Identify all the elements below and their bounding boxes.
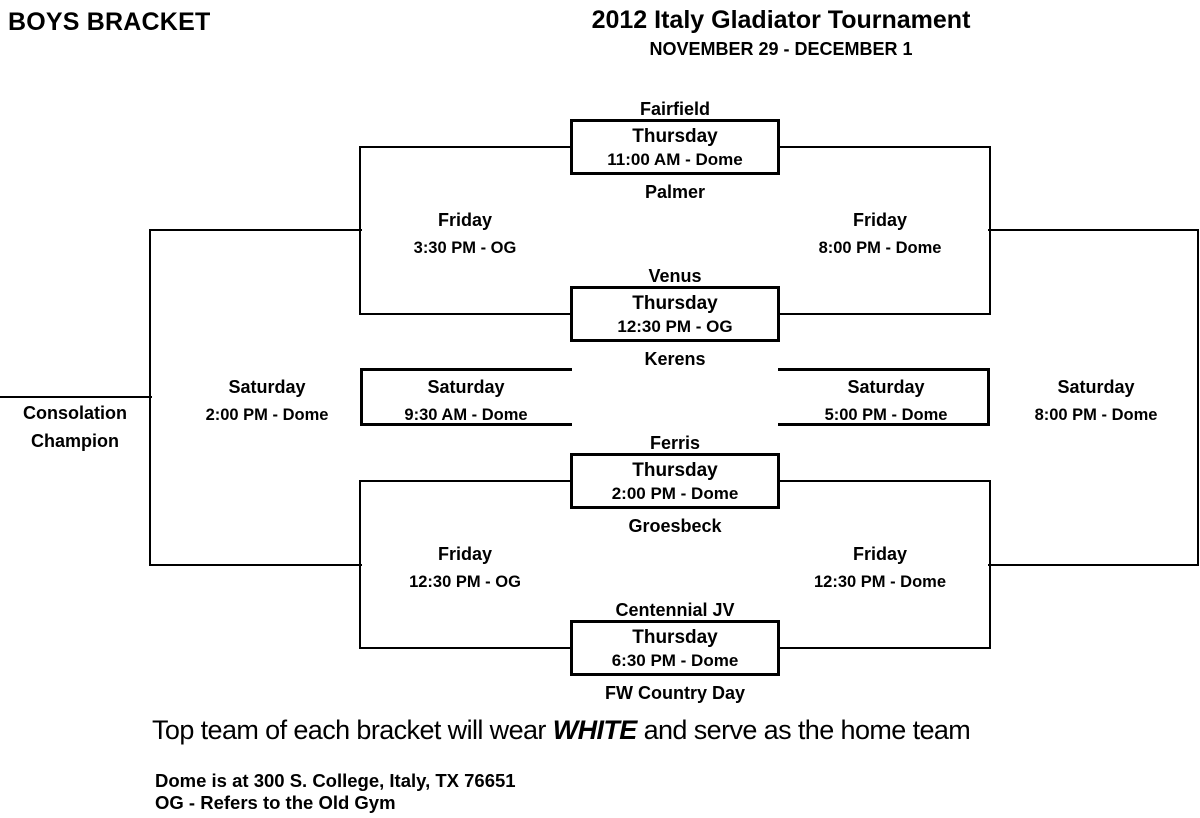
game2-box: Thursday 12:30 PM - OG [570, 286, 780, 342]
saturday-left-game-time: 9:30 AM - Dome [404, 406, 528, 424]
friday-consolation-bottom-day: Friday [437, 544, 493, 564]
saturday-championship-day: Saturday [1057, 377, 1135, 397]
consolation-bottom-feed-line [150, 564, 362, 566]
game3-day: Thursday [632, 459, 718, 481]
winners-top-feed-line [988, 229, 1199, 231]
friday-winners-bottom-day: Friday [852, 544, 908, 564]
friday-winners-top-day: Friday [852, 210, 908, 230]
uniform-note: Top team of each bracket will wear WHITE… [152, 715, 971, 746]
uniform-note-prefix: Top team of each bracket will wear [152, 715, 553, 745]
game1-left-line [360, 146, 570, 148]
friday-winners-bottom-label: Friday 12:30 PM - Dome [770, 543, 990, 593]
game1-right-line [780, 146, 990, 148]
game4-day: Thursday [632, 626, 718, 648]
friday-winners-bottom-time: 12:30 PM - Dome [813, 573, 947, 591]
game2-right-line [780, 313, 990, 315]
dome-address-note: Dome is at 300 S. College, Italy, TX 766… [155, 770, 516, 791]
game4-bottom-team: FW Country Day [604, 683, 745, 703]
game1-bottom-team: Palmer [644, 182, 706, 202]
game1-day: Thursday [632, 125, 718, 147]
game4-left-line [360, 647, 570, 649]
saturday-consolation-final-label: Saturday 2:00 PM - Dome [157, 376, 377, 426]
winners-bottom-feed-line [988, 564, 1199, 566]
left-saturday-bracket [360, 368, 572, 426]
saturday-right-game-label: Saturday 5:00 PM - Dome [776, 376, 996, 426]
game3-box: Thursday 2:00 PM - Dome [570, 453, 780, 509]
tournament-dates: NOVEMBER 29 - DECEMBER 1 [649, 39, 913, 59]
saturday-left-game-day: Saturday [427, 377, 505, 397]
saturday-right-game-time: 5:00 PM - Dome [824, 406, 948, 424]
consolation-top-feed-line [150, 229, 362, 231]
saturday-consolation-final-time: 2:00 PM - Dome [205, 406, 329, 424]
friday-winners-top-label: Friday 8:00 PM - Dome [770, 209, 990, 259]
saturday-right-game-day: Saturday [847, 377, 925, 397]
game2-time: 12:30 PM - OG [617, 316, 733, 336]
uniform-note-emphasis: WHITE [552, 715, 638, 745]
game3-right-line [780, 480, 990, 482]
friday-consolation-top-label: Friday 3:30 PM - OG [355, 209, 575, 259]
friday-consolation-top-day: Friday [437, 210, 493, 230]
friday-consolation-bottom-label: Friday 12:30 PM - OG [355, 543, 575, 593]
friday-consolation-bottom-time: 12:30 PM - OG [409, 573, 521, 591]
championship-joiner-line [1197, 229, 1199, 566]
game1-top-team: Fairfield [639, 99, 710, 119]
saturday-championship-label: Saturday 8:00 PM - Dome [986, 376, 1200, 426]
saturday-left-game-label: Saturday 9:30 AM - Dome [356, 376, 576, 426]
uniform-note-suffix: and serve as the home team [636, 715, 971, 745]
friday-consolation-top-time: 3:30 PM - OG [413, 239, 517, 257]
game3-time: 2:00 PM - Dome [611, 483, 739, 503]
consolation-champion-line [0, 396, 152, 398]
game4-right-line [780, 647, 990, 649]
right-saturday-bracket [778, 368, 990, 426]
game4-top-team: Centennial JV [615, 600, 735, 620]
tournament-title: 2012 Italy Gladiator Tournament [591, 6, 971, 34]
game3-left-line [360, 480, 570, 482]
game2-bottom-team: Kerens [644, 349, 706, 369]
consolation-champion-line1: Consolation [23, 403, 127, 423]
game3-top-team: Ferris [649, 433, 701, 453]
saturday-consolation-final-day: Saturday [228, 377, 306, 397]
consolation-champion-line2: Champion [31, 431, 119, 451]
game2-day: Thursday [632, 292, 718, 314]
bracket-side-label: BOYS BRACKET [8, 8, 211, 36]
friday-winners-top-time: 8:00 PM - Dome [818, 239, 942, 257]
og-definition-note: OG - Refers to the Old Gym [155, 792, 396, 813]
game3-bottom-team: Groesbeck [628, 516, 722, 536]
consolation-champion-label: Consolation Champion [0, 402, 150, 453]
game1-box: Thursday 11:00 AM - Dome [570, 119, 780, 175]
game4-time: 6:30 PM - Dome [611, 650, 739, 670]
game4-box: Thursday 6:30 PM - Dome [570, 620, 780, 676]
saturday-championship-time: 8:00 PM - Dome [1034, 406, 1158, 424]
game2-left-line [360, 313, 570, 315]
game2-top-team: Venus [648, 266, 702, 286]
game1-time: 11:00 AM - Dome [607, 149, 743, 169]
